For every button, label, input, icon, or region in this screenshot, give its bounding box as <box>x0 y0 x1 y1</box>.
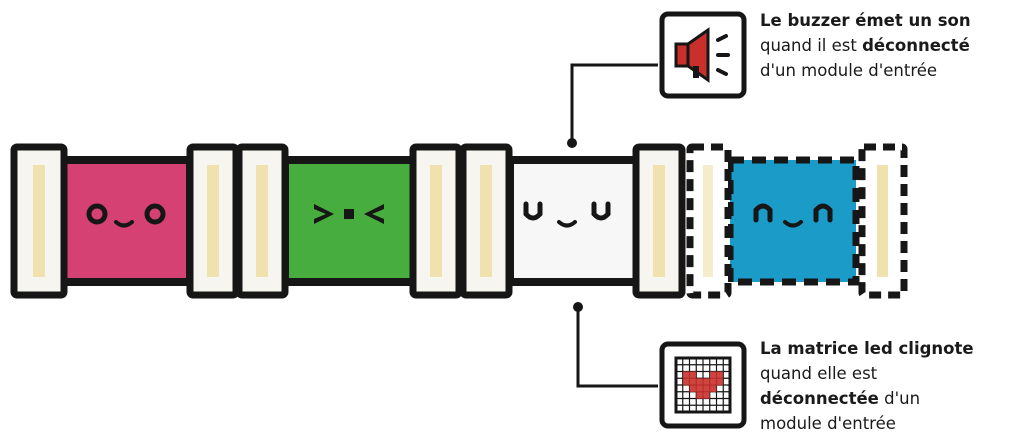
top-leader-line <box>572 65 658 142</box>
led-matrix-callout-text-end: module d'entrée <box>760 411 974 436</box>
led-matrix-callout-title: La matrice led clignote <box>760 339 974 358</box>
led-matrix-callout-text: quand elle est <box>760 361 974 386</box>
buzzer-callout-text: quand il est <box>760 36 862 55</box>
buzzer-callout-emphasis: déconnecté <box>862 36 970 55</box>
connector <box>190 147 236 295</box>
pink-module <box>60 160 190 282</box>
buzzer-callout: Le buzzer émet un son quand il est décon… <box>760 8 971 83</box>
led-matrix-callout: La matrice led clignote quand elle est d… <box>760 336 974 436</box>
connector <box>636 147 682 295</box>
connector <box>463 147 509 295</box>
led-matrix-callout-text-mid: d'un <box>879 389 920 408</box>
led-matrix-callout-emphasis: déconnectée <box>760 389 879 408</box>
green-module <box>285 160 415 282</box>
buzzer-callout-text-end: d'un module d'entrée <box>760 58 971 83</box>
connector <box>413 147 459 295</box>
connector <box>14 147 64 295</box>
blue-module <box>730 160 856 282</box>
connector-disconnected <box>690 147 728 295</box>
bottom-leader-dot <box>573 302 583 312</box>
buzzer-callout-title: Le buzzer émet un son <box>760 11 971 30</box>
speaker-icon <box>662 14 744 96</box>
connector-disconnected <box>862 147 904 295</box>
connector <box>239 147 285 295</box>
top-leader-dot <box>567 138 577 148</box>
bottom-leader-line <box>578 308 658 386</box>
led-matrix-heart-icon <box>662 344 744 426</box>
